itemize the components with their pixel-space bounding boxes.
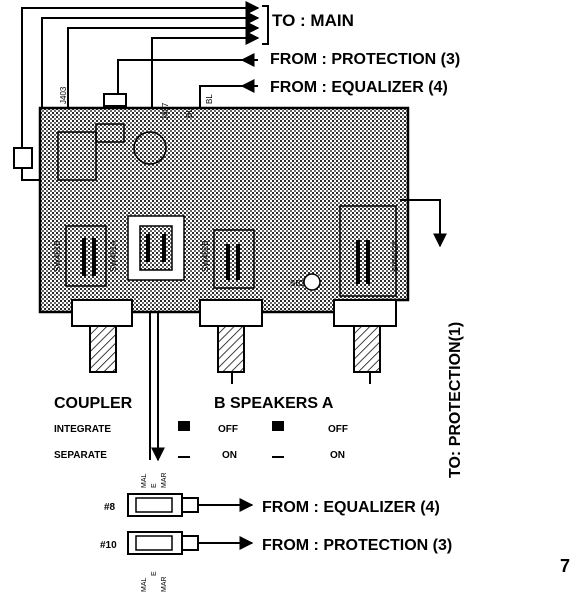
label-sw402a: SW402A: [391, 240, 400, 272]
position-markers: [178, 421, 284, 458]
svg-text:MAR: MAR: [161, 472, 168, 488]
label-on-a: ON: [330, 450, 345, 461]
label-bl-1: BL: [185, 108, 194, 118]
label-connector-8: #8: [104, 502, 116, 513]
label-separate: SEPARATE: [54, 450, 107, 461]
svg-text:E: E: [151, 571, 158, 576]
label-connector-10: #10: [100, 540, 117, 551]
label-to-main: TO : MAIN: [272, 11, 354, 30]
pcb-board: [38, 106, 410, 314]
page-number: 7: [560, 556, 570, 576]
board-text: J403 J407 BL BL SW401B SW402B SW402A SW4…: [53, 86, 400, 288]
label-off-a: OFF: [328, 424, 348, 435]
connector-8: [127, 493, 254, 517]
connector-10: [127, 531, 254, 555]
svg-text:MAL: MAL: [141, 474, 148, 489]
left-plug: [13, 147, 33, 169]
label-bl-2: BL: [205, 94, 214, 104]
label-j407: J407: [161, 102, 170, 120]
svg-text:MAL: MAL: [141, 578, 148, 593]
label-coupler: COUPLER: [54, 395, 133, 412]
top-connector: [103, 93, 127, 107]
label-sb1: SB1: [290, 279, 306, 288]
bracket-to-main: [262, 5, 269, 45]
label-from-equalizer-top: FROM : EQUALIZER (4): [270, 79, 448, 96]
label-b-speakers-a: B SPEAKERS A: [214, 395, 334, 412]
board-components: [57, 123, 397, 297]
wire-to-protection: [400, 199, 447, 248]
label-integrate: INTEGRATE: [54, 424, 111, 435]
label-from-equalizer-bottom: FROM : EQUALIZER (4): [262, 499, 440, 516]
speakers-b-knob: [199, 299, 263, 384]
label-to-protection: TO: PROTECTION(1): [447, 322, 464, 478]
switch-stripes: [82, 234, 370, 284]
label-off-b: OFF: [218, 424, 238, 435]
svg-text:E: E: [151, 483, 158, 488]
label-j403: J403: [59, 86, 68, 104]
label-from-protection-top: FROM : PROTECTION (3): [270, 51, 460, 68]
label-from-protection-bottom: FROM : PROTECTION (3): [262, 537, 452, 554]
svg-text:MAR: MAR: [161, 576, 168, 592]
speakers-a-knob: [333, 299, 397, 384]
wire-from-protection: [117, 59, 258, 95]
label-on-b: ON: [222, 450, 237, 461]
coupler-knob: [71, 299, 133, 373]
label-sw401a: SW401A: [109, 240, 118, 272]
wire-board-to-connectors: [149, 312, 165, 462]
connector-pin-text: MAL E MAR MAL E MAR: [141, 472, 168, 592]
label-sw401b: SW401B: [53, 240, 62, 272]
label-sw402b: SW402B: [201, 240, 210, 272]
